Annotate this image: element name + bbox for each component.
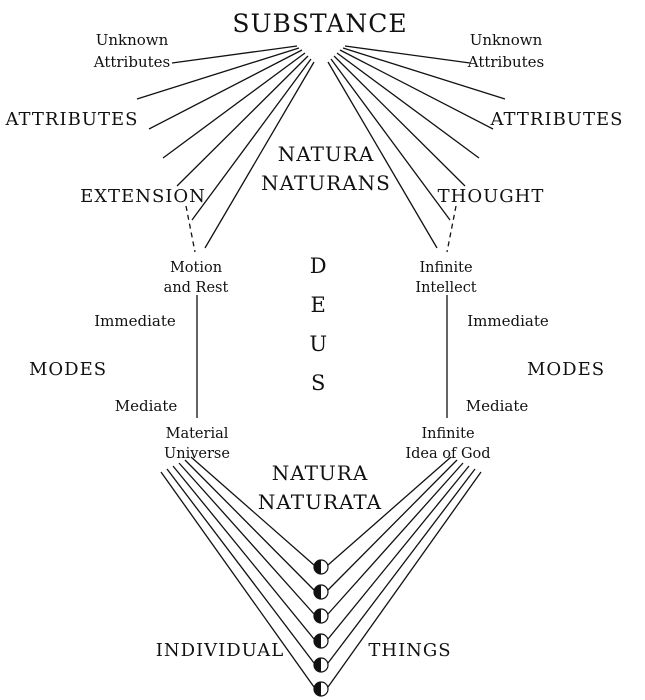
individual-thing-node [313,584,329,600]
motion-and-rest-label: Motion and Rest [163,260,229,297]
substance-attribute-lines-right [327,45,506,249]
individual-thing-node [313,608,329,624]
things-label: THINGS [368,640,452,661]
attributes-label-right: ATTRIBUTES [490,109,624,130]
material-universe-label: Material Universe [164,426,230,463]
individual-thing-node [313,657,329,673]
modes-label-left: MODES [28,359,108,380]
natura-naturata-lines-left [160,456,315,688]
extension-to-motion-dashed-line [185,205,196,253]
deus-label: DEUS [306,254,331,410]
individual-thing-node [313,681,329,697]
natura-naturans-label: NATURA NATURANS [261,142,391,195]
individual-thing-node [313,559,329,575]
thought-label: THOUGHT [437,186,545,207]
immediate-label-left: Immediate [94,312,176,330]
immediate-label-right: Immediate [467,312,549,330]
substance-attribute-lines-left [136,45,315,249]
unknown-attributes-label-left: Unknown Attributes [93,31,171,71]
natura-naturata-lines-right [327,456,482,688]
thought-to-intellect-dashed-line [446,205,457,253]
mediate-label-right: Mediate [465,397,529,415]
infinite-intellect-label: Infinite Intellect [415,260,477,297]
attributes-label-left: ATTRIBUTES [5,109,139,130]
extension-label: EXTENSION [80,186,206,207]
individual-thing-nodes [313,559,329,697]
modes-label-right: MODES [526,359,606,380]
mediate-label-left: Mediate [114,397,178,415]
natura-naturata-label: NATURA NATURATA [257,461,383,514]
individual-label: INDIVIDUAL [155,640,285,661]
infinite-idea-of-god-label: Infinite Idea of God [405,426,491,463]
unknown-attributes-label-right: Unknown Attributes [467,31,545,71]
substance-label: SUBSTANCE [232,9,408,38]
individual-thing-node [313,633,329,649]
